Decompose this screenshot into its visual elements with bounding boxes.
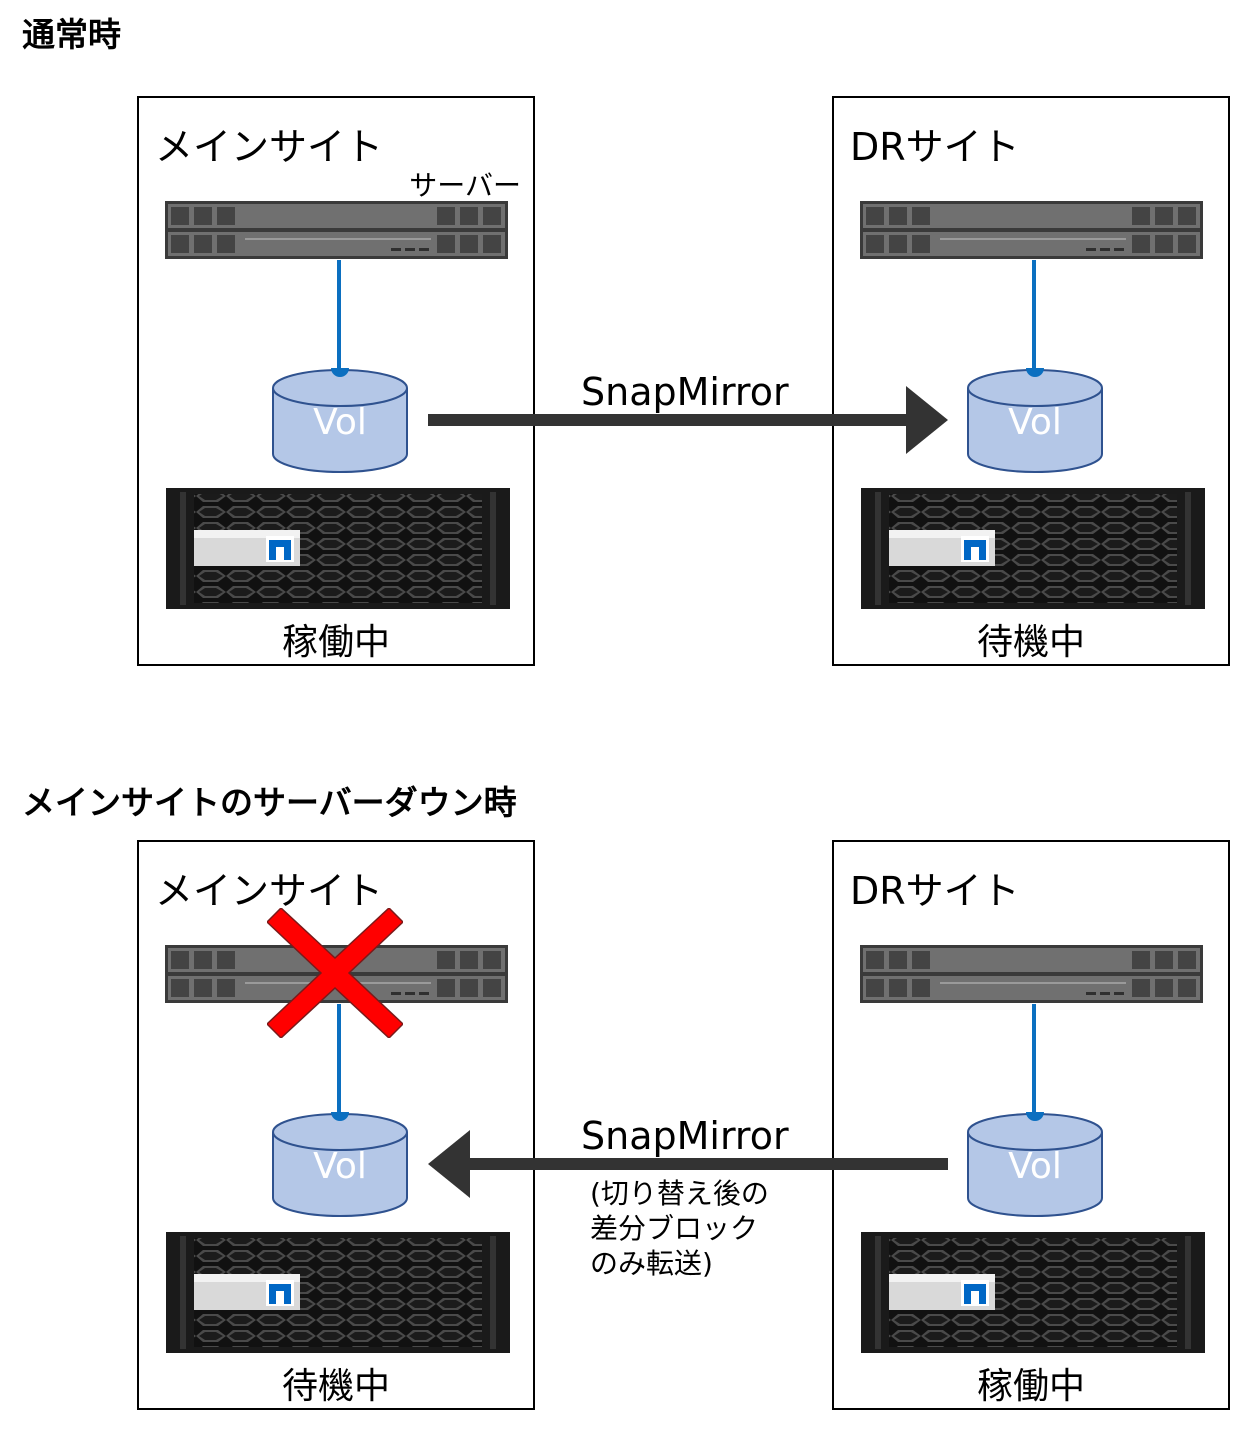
status-label: 稼働中: [976, 1366, 1085, 1407]
server-caption: サーバー: [409, 169, 521, 202]
volume-label: Vol: [313, 1146, 367, 1187]
heading-failover: メインサイトのサーバーダウン時: [22, 783, 517, 822]
arrow-left-icon: [428, 1130, 948, 1198]
volume-label: Vol: [1008, 402, 1062, 443]
storage-array-icon: [166, 1232, 510, 1353]
site-name: DRサイト: [850, 125, 1020, 169]
site-name: メインサイト: [155, 125, 384, 169]
status-label: 待機中: [976, 622, 1085, 663]
storage-array-icon: [861, 488, 1205, 609]
storage-array-icon: [861, 1232, 1205, 1353]
arrow-right-icon: [428, 386, 948, 454]
server-icon: [165, 201, 508, 259]
connector-line: [336, 260, 342, 368]
connector-line: [1031, 1004, 1037, 1112]
site-name: メインサイト: [155, 869, 384, 913]
server-icon: [860, 201, 1203, 259]
dr-site-box-failover: DRサイト Vol 稼働中: [832, 840, 1230, 1410]
storage-array-icon: [166, 488, 510, 609]
status-label: 待機中: [281, 1366, 390, 1407]
volume-label: Vol: [1008, 1146, 1062, 1187]
connector-line: [1031, 260, 1037, 368]
snapmirror-label: SnapMirror: [581, 370, 789, 414]
dr-site-box-normal: DRサイト Vol 待機中: [832, 96, 1230, 666]
snapmirror-note: (切り替え後の 差分ブロック のみ転送): [590, 1177, 769, 1280]
site-name: DRサイト: [850, 869, 1020, 913]
server-icon: [860, 945, 1203, 1003]
volume-label: Vol: [313, 402, 367, 443]
main-site-box-failover: メインサイト Vol 待機中: [137, 840, 535, 1410]
snapmirror-label: SnapMirror: [581, 1114, 789, 1158]
main-site-box-normal: メインサイト サーバー Vol 稼働中: [137, 96, 535, 666]
status-label: 稼働中: [281, 622, 390, 663]
heading-normal: 通常時: [22, 15, 121, 54]
server-down-x-icon: [267, 908, 403, 1038]
